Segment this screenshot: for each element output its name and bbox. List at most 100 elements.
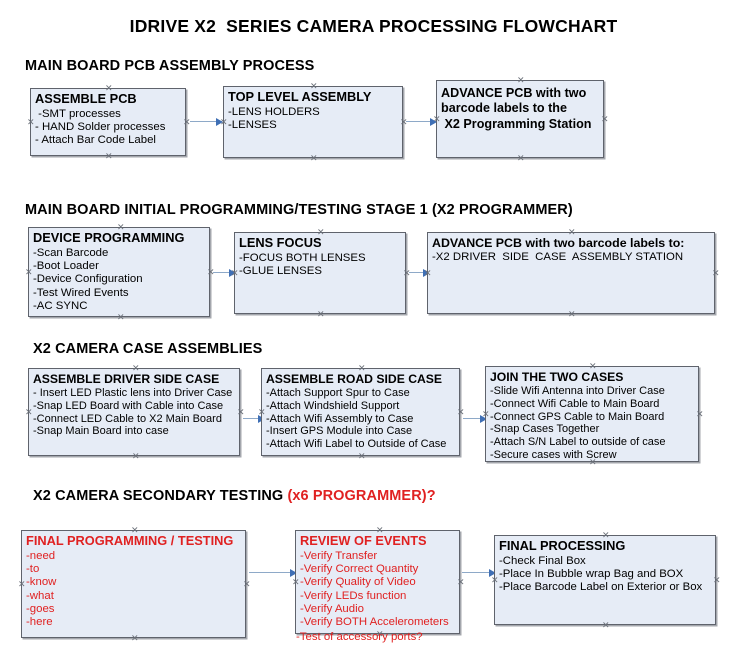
node-line: -know — [26, 576, 57, 589]
node-line: -Check Final Box — [499, 554, 586, 567]
handle-bottom-icon[interactable] — [131, 635, 138, 642]
node-assemble-road-side-case[interactable]: ASSEMBLE ROAD SIDE CASE -Attach Support … — [261, 368, 460, 456]
section-heading-initial-programming: MAIN BOARD INITIAL PROGRAMMING/TESTING S… — [25, 202, 573, 218]
node-line: -Boot Loader — [33, 260, 99, 273]
node-header: JOIN THE TWO CASES — [490, 370, 624, 384]
node-body: REVIEW OF EVENTS -Verify Transfer -Verif… — [296, 531, 459, 629]
handle-bottom-icon[interactable] — [117, 314, 124, 321]
node-header: FINAL PROGRAMMING / TESTING — [26, 533, 234, 548]
node-header: DEVICE PROGRAMMING — [33, 230, 185, 245]
handle-bottom-icon[interactable] — [358, 453, 365, 460]
node-line: -Connect Wifi Cable to Main Board — [490, 397, 660, 410]
node-line: -Verify Transfer — [300, 549, 378, 562]
node-line: -Scan Barcode — [33, 246, 109, 259]
node-line: -FOCUS BOTH LENSES — [239, 251, 366, 264]
node-advance-pcb-driver-side[interactable]: ADVANCE PCB with two barcode labels to: … — [427, 232, 715, 314]
node-line: -Connect GPS Cable to Main Board — [490, 410, 665, 423]
node-line: -Test Wired Events — [33, 286, 129, 299]
handle-bottom-icon[interactable] — [132, 453, 139, 460]
node-line: -Attach Support Spur to Case — [266, 387, 410, 400]
node-body: ADVANCE PCB with two barcode labels to t… — [437, 81, 603, 132]
node-body: FINAL PROGRAMMING / TESTING -need -to -k… — [22, 531, 245, 629]
node-assemble-driver-side-case[interactable]: ASSEMBLE DRIVER SIDE CASE - Insert LED P… — [28, 368, 240, 456]
node-line: -Snap Main Board into case — [33, 425, 169, 438]
node-line: ADVANCE PCB with two — [441, 86, 587, 100]
handle-bottom-icon[interactable] — [310, 155, 317, 162]
node-line: -Place Barcode Label on Exterior or Box — [499, 581, 703, 594]
connector-lens-focus-to-advance — [409, 268, 430, 277]
node-line: -AC SYNC — [33, 299, 88, 312]
node-line: -to — [26, 563, 40, 576]
node-body: ADVANCE PCB with two barcode labels to: … — [428, 233, 714, 265]
node-lens-focus[interactable]: LENS FOCUS -FOCUS BOTH LENSES -GLUE LENS… — [234, 232, 406, 314]
node-line: -SMT processes — [35, 107, 121, 120]
node-header: ASSEMBLE DRIVER SIDE CASE — [33, 372, 220, 386]
node-line: -Place In Bubble wrap Bag and BOX — [499, 568, 684, 581]
node-advance-pcb-programming-station[interactable]: ADVANCE PCB with two barcode labels to t… — [436, 80, 604, 158]
node-line: X2 Programming Station — [441, 116, 592, 131]
node-line: -Snap Cases Together — [490, 423, 600, 436]
connector-final-programming-to-review — [249, 568, 297, 577]
node-line: -here — [26, 615, 53, 628]
node-header: TOP LEVEL ASSEMBLY — [228, 89, 372, 104]
section-heading-main-board-pcb: MAIN BOARD PCB ASSEMBLY PROCESS — [25, 58, 315, 74]
node-body: JOIN THE TWO CASES -Slide Wifi Antenna i… — [486, 367, 698, 462]
node-line: -Attach Wifi Assembly to Case — [266, 412, 414, 425]
section-heading-text: X2 CAMERA SECONDARY TESTING — [33, 488, 288, 504]
node-assemble-pcb[interactable]: ASSEMBLE PCB -SMT processes - HAND Solde… — [30, 88, 186, 156]
node-line: - Attach Bar Code Label — [35, 134, 156, 147]
node-body: ASSEMBLE DRIVER SIDE CASE - Insert LED P… — [29, 369, 239, 438]
node-body: LENS FOCUS -FOCUS BOTH LENSES -GLUE LENS… — [235, 233, 405, 278]
node-header: ASSEMBLE ROAD SIDE CASE — [266, 372, 443, 386]
node-body: DEVICE PROGRAMMING -Scan Barcode -Boot L… — [29, 228, 209, 313]
node-line: -goes — [26, 602, 55, 615]
node-top-level-assembly[interactable]: TOP LEVEL ASSEMBLY -LENS HOLDERS -LENSES — [223, 86, 403, 158]
node-body: TOP LEVEL ASSEMBLY -LENS HOLDERS -LENSES — [224, 87, 402, 132]
node-final-programming-testing[interactable]: FINAL PROGRAMMING / TESTING -need -to -k… — [21, 530, 246, 638]
node-line: -X2 DRIVER SIDE CASE ASSEMBLY STATION — [432, 251, 684, 264]
page-title: IDRIVE X2 SERIES CAMERA PROCESSING FLOWC… — [129, 16, 618, 36]
node-review-of-events[interactable]: REVIEW OF EVENTS -Verify Transfer -Verif… — [295, 530, 460, 634]
node-final-processing[interactable]: FINAL PROCESSING -Check Final Box -Place… — [494, 535, 716, 625]
node-line: -Slide Wifi Antenna into Driver Case — [490, 385, 665, 398]
node-line: -Verify Audio — [300, 602, 364, 615]
connector-device-to-lens-focus — [213, 268, 236, 277]
node-line: -Attach S/N Label to outside of case — [490, 436, 666, 449]
handle-bottom-icon[interactable] — [105, 153, 112, 160]
node-line: -Snap LED Board with Cable into Case — [33, 399, 224, 412]
node-header: ADVANCE PCB with two barcode labels to: — [432, 236, 685, 250]
section-heading-accent: (x6 PROGRAMMER)? — [287, 488, 436, 504]
node-line: -Connect LED Cable to X2 Main Board — [33, 412, 222, 425]
handle-bottom-icon[interactable] — [517, 155, 524, 162]
node-line: -Verify Quality of Video — [300, 576, 416, 589]
node-line: - HAND Solder processes — [35, 121, 166, 134]
node-line: -Verify Correct Quantity — [300, 563, 419, 576]
section-heading-secondary-testing: X2 CAMERA SECONDARY TESTING (x6 PROGRAMM… — [33, 488, 436, 504]
node-line: -Verify BOTH Accelerometers — [300, 615, 449, 628]
node-header: ASSEMBLE PCB — [35, 91, 137, 106]
node-header: FINAL PROCESSING — [499, 538, 626, 553]
connector-pcb-to-top-level — [190, 117, 223, 126]
node-line: -Attach Wifi Label to Outside of Case — [266, 438, 447, 451]
section-heading-case-assemblies: X2 CAMERA CASE ASSEMBLIES — [33, 341, 263, 357]
node-line: -Device Configuration — [33, 273, 143, 286]
node-join-the-two-cases[interactable]: JOIN THE TWO CASES -Slide Wifi Antenna i… — [485, 366, 699, 462]
connector-road-side-to-join — [463, 414, 487, 423]
node-device-programming[interactable]: DEVICE PROGRAMMING -Scan Barcode -Boot L… — [28, 227, 210, 317]
node-line: -Attach Windshield Support — [266, 399, 400, 412]
review-overflow-line: -Test of accessory ports? — [296, 631, 423, 643]
node-line: -Secure cases with Screw — [490, 448, 617, 461]
handle-bottom-icon[interactable] — [602, 622, 609, 629]
node-line: -Insert GPS Module into Case — [266, 425, 413, 438]
node-line: -Verify LEDs function — [300, 589, 407, 602]
handle-bottom-icon[interactable] — [568, 311, 575, 318]
node-header: REVIEW OF EVENTS — [300, 533, 427, 548]
connector-top-level-to-advance — [406, 117, 437, 126]
node-line: -LENSES — [228, 119, 277, 132]
handle-bottom-icon[interactable] — [317, 311, 324, 318]
connector-review-to-final-processing — [462, 568, 496, 577]
handle-right-icon[interactable] — [712, 270, 719, 277]
node-line: -GLUE LENSES — [239, 265, 322, 278]
node-line: -what — [26, 589, 54, 602]
node-header: LENS FOCUS — [239, 235, 322, 250]
